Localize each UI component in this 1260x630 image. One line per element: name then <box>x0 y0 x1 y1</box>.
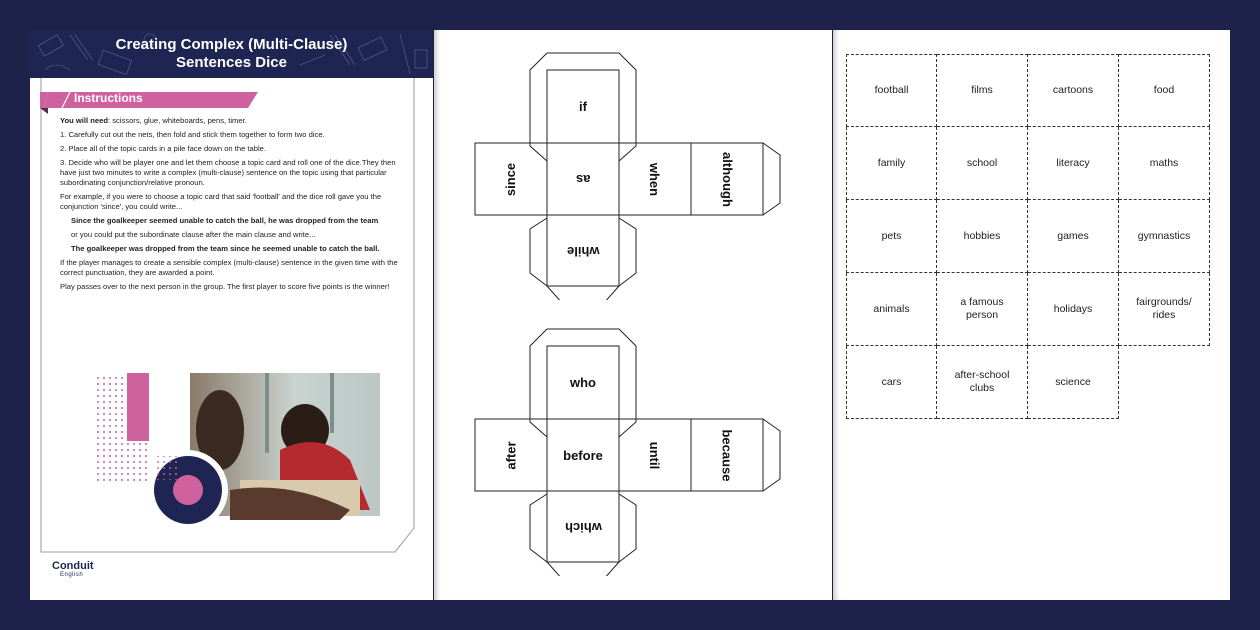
die-2-face-right: until <box>647 441 663 469</box>
logo-sub-text: English <box>60 572 84 578</box>
die-2-face-left: after <box>503 440 519 470</box>
topic-card: holidays <box>1028 273 1119 346</box>
topic-card: animals <box>846 273 937 346</box>
topic-card: school <box>937 127 1028 200</box>
title-banner: Creating Complex (Multi-Clause) Sentence… <box>30 30 433 78</box>
step-2: 2. Place all of the topic cards in a pil… <box>60 144 267 153</box>
topic-card: a famous person <box>937 273 1028 346</box>
topic-card: pets <box>846 200 937 273</box>
topic-card: science <box>1028 346 1119 419</box>
title-line-2: Sentences Dice <box>176 54 287 71</box>
scoring-rule: If the player manages to create a sensib… <box>60 258 398 277</box>
logo-main-text: Conduit <box>52 560 94 572</box>
topic-card: maths <box>1119 127 1210 200</box>
topic-card: hobbies <box>937 200 1028 273</box>
die-1-face-far-right: although <box>719 151 735 207</box>
topic-card: gymnastics <box>1119 200 1210 273</box>
die-1-face-top: if <box>579 98 587 114</box>
topic-card: after-school clubs <box>937 346 1028 419</box>
instructions-heading: Instructions <box>74 91 143 105</box>
you-will-need-items: : scissors, glue, whiteboards, pens, tim… <box>107 116 247 125</box>
title-line-1: Creating Complex (Multi-Clause) <box>115 36 348 53</box>
example-sentence-2: The goalkeeper was dropped from the team… <box>71 244 380 253</box>
die-1-face-left: since <box>503 162 519 196</box>
example-sentence-1: Since the goalkeeper seemed unable to ca… <box>71 216 379 225</box>
dice-net-1: if since as when although while <box>474 52 786 300</box>
die-1-face-center: as <box>575 171 591 187</box>
die-2-face-top: who <box>570 374 596 390</box>
die-2-face-far-right: because <box>719 428 735 482</box>
stationery-doodle-pattern-icon <box>37 33 428 76</box>
topic-card: cartoons <box>1028 54 1119 127</box>
conduit-english-logo: Conduit English <box>52 560 94 578</box>
example-intro: For example, if you were to choose a top… <box>60 192 382 211</box>
step-3: 3. Decide who will be player one and let… <box>60 158 396 187</box>
topic-card: food <box>1119 54 1210 127</box>
topic-card: football <box>846 54 937 127</box>
topic-card: family <box>846 127 937 200</box>
topic-cards-page: football films cartoons food family scho… <box>833 30 1230 600</box>
die-1-face-right: when <box>647 162 663 196</box>
example-middle: or you could put the subordinate clause … <box>71 230 316 239</box>
die-2-face-center: before <box>563 447 603 463</box>
dice-nets-page: if since as when although while wh <box>434 30 832 600</box>
students-writing-photo <box>90 370 398 530</box>
topic-card: literacy <box>1028 127 1119 200</box>
topic-card: films <box>937 54 1028 127</box>
topic-card: games <box>1028 200 1119 273</box>
die-2-face-bottom: which <box>564 519 602 535</box>
topic-card: fairgrounds/ rides <box>1119 273 1210 346</box>
ending-rule: Play passes over to the next person in t… <box>60 282 390 291</box>
you-will-need-label: You will need <box>60 116 108 125</box>
dice-net-2: who after before until because which <box>474 328 786 576</box>
instructions-heading-bar <box>40 91 258 114</box>
die-1-face-bottom: while <box>566 243 600 259</box>
topic-card: cars <box>846 346 937 419</box>
step-1: 1. Carefully cut out the nets, then fold… <box>60 130 325 139</box>
instructions-page: Creating Complex (Multi-Clause) Sentence… <box>30 30 433 600</box>
content-frame <box>40 78 415 553</box>
instructions-text: You will need: scissors, glue, whiteboar… <box>60 116 400 296</box>
